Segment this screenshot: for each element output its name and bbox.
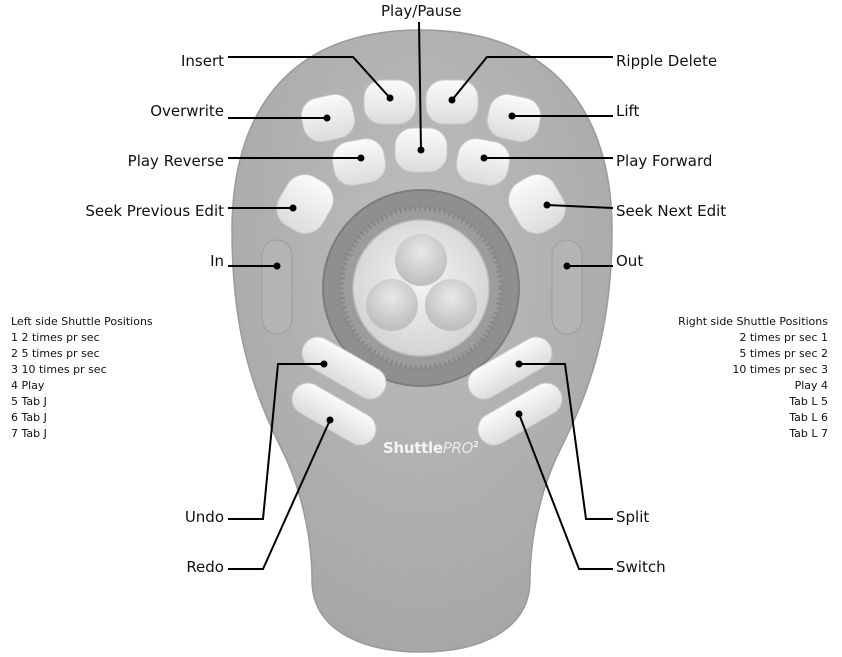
leader-seek-next-edit — [546, 204, 614, 209]
key-insert — [363, 79, 417, 125]
dot-in — [273, 262, 281, 270]
right-shuttle-row: Tab L 6 — [789, 411, 828, 424]
dot-insert — [386, 94, 394, 102]
right-shuttle-row: 5 times pr sec 2 — [739, 347, 828, 360]
key-seek-next-edit — [508, 174, 566, 234]
leader-undo — [228, 363, 324, 520]
label-play-forward: Play Forward — [616, 152, 713, 170]
dot-lift — [508, 112, 516, 120]
key-play-forward — [455, 138, 511, 186]
key-undo — [301, 336, 387, 400]
label-play-reverse: Play Reverse — [127, 152, 224, 170]
left-shuttle-row: 4 Play — [11, 379, 45, 392]
leader-switch — [518, 413, 613, 570]
leader-lines — [228, 21, 614, 570]
leader-split — [519, 363, 613, 520]
label-split: Split — [616, 508, 650, 526]
key-seek-previous-edit — [276, 174, 334, 234]
label-play-pause: Play/Pause — [381, 2, 462, 20]
label-insert: Insert — [180, 52, 224, 70]
leader-play-pause — [418, 21, 422, 151]
right-shuttle-row: Play 4 — [794, 379, 828, 392]
label-lift: Lift — [616, 102, 640, 120]
label-undo: Undo — [184, 508, 224, 526]
right-shuttle-title: Right side Shuttle Positions — [678, 315, 828, 328]
brand-mark: 2 — [473, 440, 479, 449]
right-shuttle-positions: Right side Shuttle Positions 2 times pr … — [678, 314, 828, 442]
left-shuttle-row: 6 Tab J — [11, 411, 47, 424]
dot-out — [563, 262, 571, 270]
dot-ripple-delete — [448, 96, 456, 104]
key-out — [551, 239, 583, 335]
left-shuttle-row: 5 Tab J — [11, 395, 47, 408]
brand-name: Shuttle — [383, 439, 443, 457]
left-shuttle-row: 1 2 times pr sec — [11, 331, 100, 344]
label-overwrite: Overwrite — [150, 102, 224, 120]
dial-dimple — [425, 279, 477, 331]
label-seek-next-edit: Seek Next Edit — [616, 202, 727, 220]
dot-play-forward — [480, 154, 488, 162]
dot-seek-previous-edit — [289, 204, 297, 212]
leader-insert — [228, 56, 391, 99]
dot-split — [515, 360, 523, 368]
left-shuttle-row: 7 Tab J — [11, 427, 47, 440]
label-redo: Redo — [186, 558, 224, 576]
dot-play-reverse — [357, 154, 365, 162]
key-play-reverse — [331, 138, 387, 186]
right-shuttle-row: Tab L 7 — [789, 427, 828, 440]
left-shuttle-row: 3 10 times pr sec — [11, 363, 107, 376]
left-shuttle-title: Left side Shuttle Positions — [11, 315, 153, 328]
label-switch: Switch — [616, 558, 666, 576]
dot-switch — [515, 410, 523, 418]
right-shuttle-row: 10 times pr sec 3 — [732, 363, 828, 376]
right-shuttle-row: 2 times pr sec 1 — [739, 331, 828, 344]
key-in — [261, 239, 293, 335]
brand-suffix: PRO — [442, 439, 474, 457]
dot-redo — [326, 416, 334, 424]
label-ripple-delete: Ripple Delete — [616, 52, 718, 70]
left-shuttle-positions: Left side Shuttle Positions 1 2 times pr… — [11, 314, 153, 442]
right-shuttle-row: Tab L 5 — [789, 395, 828, 408]
dot-undo — [320, 360, 328, 368]
label-seek-previous-edit: Seek Previous Edit — [85, 202, 224, 220]
leader-redo — [228, 419, 331, 570]
leader-ripple-delete — [451, 56, 613, 101]
dot-seek-next-edit — [543, 201, 551, 209]
brand-logo: ShuttlePRO2 — [383, 439, 479, 457]
dot-play-pause — [417, 146, 425, 154]
key-split — [467, 336, 553, 400]
dot-overwrite — [323, 114, 331, 122]
leader-dots — [273, 94, 571, 424]
label-out: Out — [616, 252, 644, 270]
label-in: In — [210, 252, 224, 270]
dial-dimple — [395, 234, 447, 286]
left-shuttle-row: 2 5 times pr sec — [11, 347, 100, 360]
dial-dimple — [366, 279, 418, 331]
